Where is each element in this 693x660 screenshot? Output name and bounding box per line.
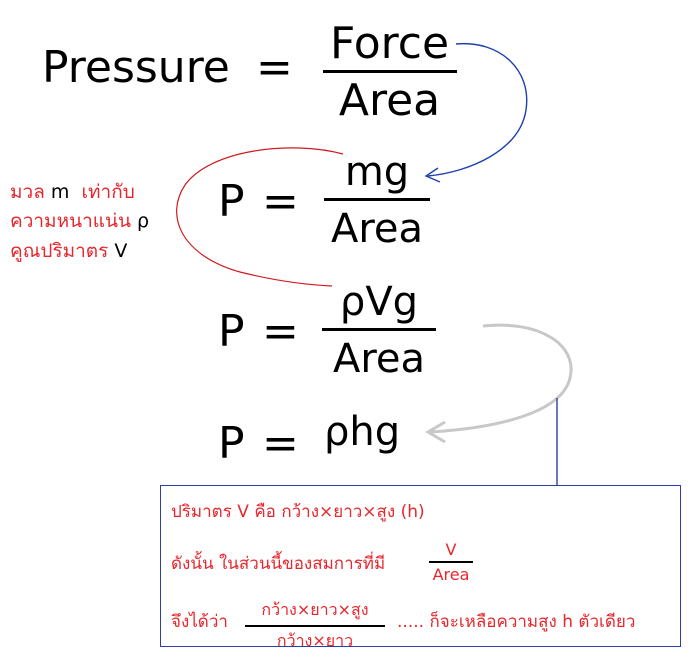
box-volume-formula: กว้าง×ยาว×สูง	[281, 502, 396, 522]
eq3-equals: =	[262, 306, 299, 357]
eq1-lhs: Pressure	[42, 42, 230, 93]
box-volume-symbol: V	[237, 502, 249, 522]
side-note-line1: มวล m เท่ากับ	[10, 178, 149, 207]
eq4-lhs: P	[218, 418, 245, 469]
note-mass-symbol: m	[50, 181, 70, 203]
box-v-over-area: V Area	[429, 540, 473, 584]
eq3-fraction-bar	[322, 328, 436, 331]
red-loop	[176, 147, 344, 287]
box-is-label: คือ	[254, 502, 276, 522]
eq4-equals: =	[262, 418, 299, 469]
note-volume-label: คูณปริมาตร	[10, 239, 109, 262]
eq2-fraction-bar	[324, 198, 430, 201]
box-height-note: (h)	[400, 502, 425, 522]
box-therefore-label: ดังนั้น ในส่วนนี้ของสมการที่มี	[171, 554, 386, 574]
note-density-label: ความหนาแน่น	[10, 210, 131, 233]
box-alone-label: ตัวเดียว	[578, 612, 636, 632]
gray-arrowhead	[425, 420, 446, 444]
eq1-equals: =	[256, 42, 293, 93]
gray-arrow	[429, 323, 573, 434]
blue-arrowhead	[424, 167, 441, 183]
eq2-denominator: Area	[330, 206, 424, 252]
box-dim-fraction: กว้าง×ยาว×สูง กว้าง×ยาว	[245, 598, 385, 654]
box-height-remains-label: ก็จะเหลือความสูง	[429, 612, 557, 632]
eq2-equals: =	[262, 176, 299, 227]
side-note-line3: คูณปริมาตร V	[10, 237, 149, 266]
explanation-box: ปริมาตร V คือ กว้าง×ยาว×สูง (h) ดังนั้น …	[160, 485, 681, 650]
eq1-denominator: Area	[338, 75, 441, 126]
eq1-fraction-bar	[322, 70, 457, 73]
box-line1: ปริมาตร V คือ กว้าง×ยาว×สูง (h)	[171, 498, 425, 525]
eq3-denominator: Area	[332, 336, 426, 382]
note-density-symbol: ρ	[137, 210, 150, 233]
note-mass-label: มวล	[10, 181, 45, 203]
box-line3-end: ..... ก็จะเหลือความสูง h ตัวเดียว	[397, 608, 635, 635]
eq3-lhs: P	[218, 306, 245, 357]
note-equals-label: เท่ากับ	[81, 181, 135, 203]
side-note: มวล m เท่ากับ ความหนาแน่น ρ คูณปริมาตร V	[10, 178, 149, 266]
box-dim-denominator: กว้าง×ยาว	[276, 630, 354, 650]
box-area-denominator: Area	[432, 564, 470, 584]
eq4-rhs: ρhg	[324, 409, 401, 455]
eq1-numerator: Force	[330, 18, 450, 69]
side-note-line2: ความหนาแน่น ρ	[10, 207, 149, 236]
box-dim-fraction-bar	[245, 625, 385, 627]
eq2-lhs: P	[218, 176, 245, 227]
eq3-numerator: ρVg	[339, 279, 419, 325]
eq3-fraction: ρVg Area	[322, 282, 436, 379]
box-line2: ดังนั้น ในส่วนนี้ของสมการที่มี	[171, 550, 385, 577]
box-line3-start: จึงได้ว่า	[171, 608, 228, 635]
eq2-fraction: mg Area	[324, 152, 430, 249]
box-hence-label: จึงได้ว่า	[171, 612, 228, 632]
box-v-numerator: V	[445, 540, 457, 559]
box-dim-numerator: กว้าง×ยาว×สูง	[261, 600, 369, 619]
box-dots: .....	[397, 612, 425, 632]
note-volume-symbol: V	[114, 239, 128, 262]
blue-arrow	[427, 42, 528, 177]
box-h-symbol: h	[562, 612, 574, 632]
eq2-numerator: mg	[344, 149, 410, 195]
box-v-fraction-bar	[429, 561, 473, 563]
box-volume-label: ปริมาตร	[171, 502, 232, 522]
eq1-fraction: Force Area	[322, 22, 457, 123]
